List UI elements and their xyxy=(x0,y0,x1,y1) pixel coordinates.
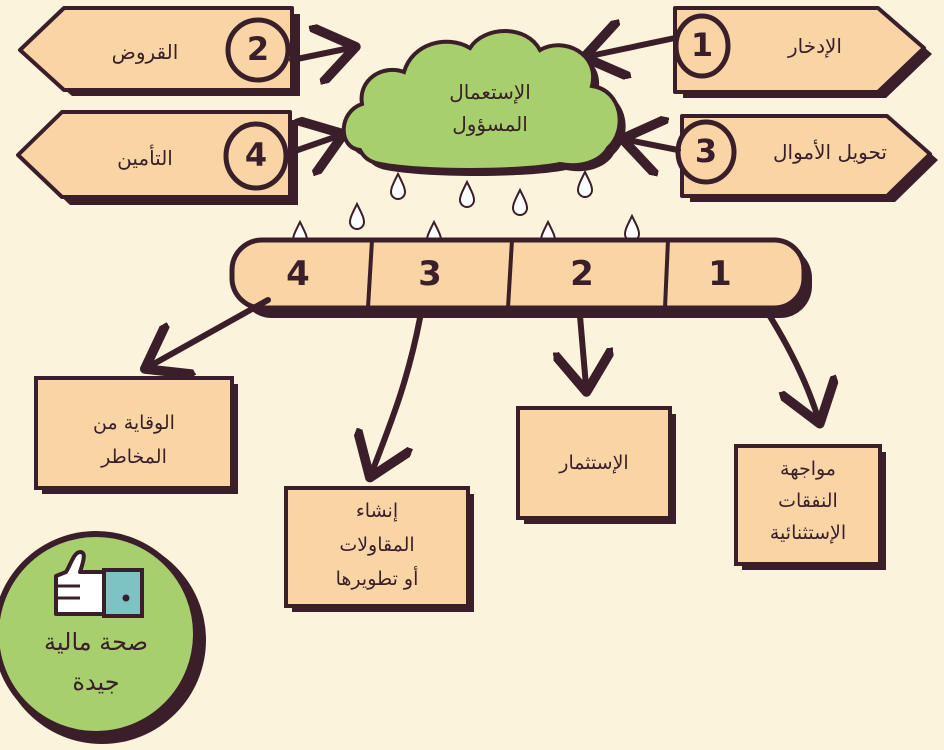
tag-transfer xyxy=(680,114,938,202)
badge-line1: صحة مالية xyxy=(44,628,148,656)
box-emergency-line1: مواجهة xyxy=(780,458,836,480)
arrow-bar-to-enterprise xyxy=(372,315,423,472)
box-investment xyxy=(516,406,676,524)
box-emergency-line2: النفقات xyxy=(778,490,838,512)
tag-label-savings: الإدخار xyxy=(788,34,842,58)
bar-number-3: 3 xyxy=(418,254,442,294)
arrow-bar-to-emergency xyxy=(763,307,818,418)
tag-number-2: 2 xyxy=(246,30,270,68)
number-circle-2 xyxy=(225,17,291,83)
health-badge xyxy=(0,531,206,744)
badge-line2: جيدة xyxy=(72,668,120,696)
box-enterprise-line1: إنشاء xyxy=(355,500,399,522)
tag-number-3: 3 xyxy=(694,132,718,170)
arrow-savings-to-cloud xyxy=(590,38,678,56)
arrow-loans-to-cloud xyxy=(289,48,350,60)
bar-number-2: 2 xyxy=(570,254,594,294)
cloud-shape xyxy=(341,29,626,176)
tag-number-4: 4 xyxy=(244,136,268,174)
box-investment-line1: الإستثمار xyxy=(559,452,629,474)
arrow-bar-to-risk xyxy=(150,297,271,366)
box-enterprise xyxy=(284,486,474,612)
box-emergency xyxy=(734,444,886,570)
number-bar xyxy=(229,237,812,318)
box-risk-line1: الوقاية من xyxy=(93,412,175,434)
box-emergency-line3: الإستثنائية xyxy=(769,522,847,544)
tag-label-transfer: تحويل الأموال xyxy=(773,140,887,164)
arrow-insurance-to-cloud xyxy=(289,136,338,152)
raindrops xyxy=(292,171,640,248)
box-enterprise-line2: المقاولات xyxy=(339,534,415,556)
arrow-transfer-to-cloud xyxy=(628,140,681,150)
bar-number-1: 1 xyxy=(708,254,732,294)
tag-label-loans: القروض xyxy=(111,40,179,64)
tag-label-insurance: التأمين xyxy=(117,146,173,170)
arrow-bar-to-investment xyxy=(580,313,586,386)
thumbs-up-icon xyxy=(54,550,144,618)
center-title-line1: الإستعمال xyxy=(449,80,531,104)
box-risk xyxy=(34,376,238,494)
tag-savings xyxy=(673,6,932,98)
tag-number-1: 1 xyxy=(690,26,714,64)
box-enterprise-line3: أو تطويرها xyxy=(335,568,419,590)
box-risk-line2: المخاطر xyxy=(101,446,167,468)
number-circle-4 xyxy=(223,121,289,191)
center-title-line2: المسؤول xyxy=(452,112,528,136)
number-circle-1 xyxy=(673,13,731,79)
bar-number-4: 4 xyxy=(286,254,310,294)
